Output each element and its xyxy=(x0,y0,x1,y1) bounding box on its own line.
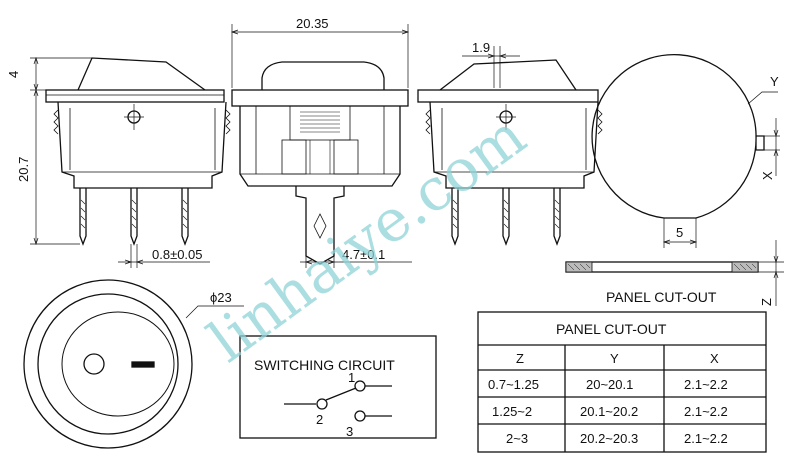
table-cell: 20.1~20.2 xyxy=(580,404,638,419)
table-cell: 20~20.1 xyxy=(586,377,633,392)
cutout-dim-5: 5 xyxy=(676,225,683,240)
table-cell: 2.1~2.2 xyxy=(684,377,728,392)
switching-pin-3: 3 xyxy=(346,424,353,439)
dim-pin-width: 0.8±0.05 xyxy=(152,247,203,262)
table-cell: 1.25~2 xyxy=(492,404,532,419)
table-cell: 2.1~2.2 xyxy=(684,404,728,419)
side-view-left xyxy=(30,56,231,268)
dim-diameter: ϕ23 xyxy=(210,290,232,305)
cutout-table-grid xyxy=(477,311,767,453)
table-header-y: Y xyxy=(610,351,619,366)
dim-terminal-width: 4.7±0.1 xyxy=(342,247,385,262)
front-view xyxy=(230,24,412,268)
cutout-label-x: X xyxy=(760,171,775,180)
table-header-x: X xyxy=(710,351,719,366)
switching-title: SWITCHING CIRCUIT xyxy=(254,357,395,373)
top-view-circle xyxy=(23,279,244,449)
switching-pin-2: 2 xyxy=(316,412,323,427)
table-cell: 20.2~20.3 xyxy=(580,431,638,446)
side-view-right xyxy=(417,46,603,246)
cutout-label-z: Z xyxy=(759,298,774,306)
dim-height-top: 4 xyxy=(6,71,21,78)
table-cell: 0.7~1.25 xyxy=(488,377,539,392)
cutout-label-y: Y xyxy=(770,74,779,89)
dim-width: 20.35 xyxy=(296,16,329,31)
table-cell: 2~3 xyxy=(506,431,528,446)
dim-offset: 1.9 xyxy=(472,40,490,55)
panel-cutout-drawing xyxy=(565,53,784,306)
watermark: linhaiye.com xyxy=(196,101,538,375)
dim-height-total: 20.7 xyxy=(16,157,31,182)
switching-pin-1: 1 xyxy=(348,370,355,385)
switching-circuit-box xyxy=(239,335,437,439)
cutout-title: PANEL CUT-OUT xyxy=(606,289,717,305)
table-cell: 2.1~2.2 xyxy=(684,431,728,446)
table-title: PANEL CUT-OUT xyxy=(556,321,667,337)
table-header-z: Z xyxy=(516,351,524,366)
